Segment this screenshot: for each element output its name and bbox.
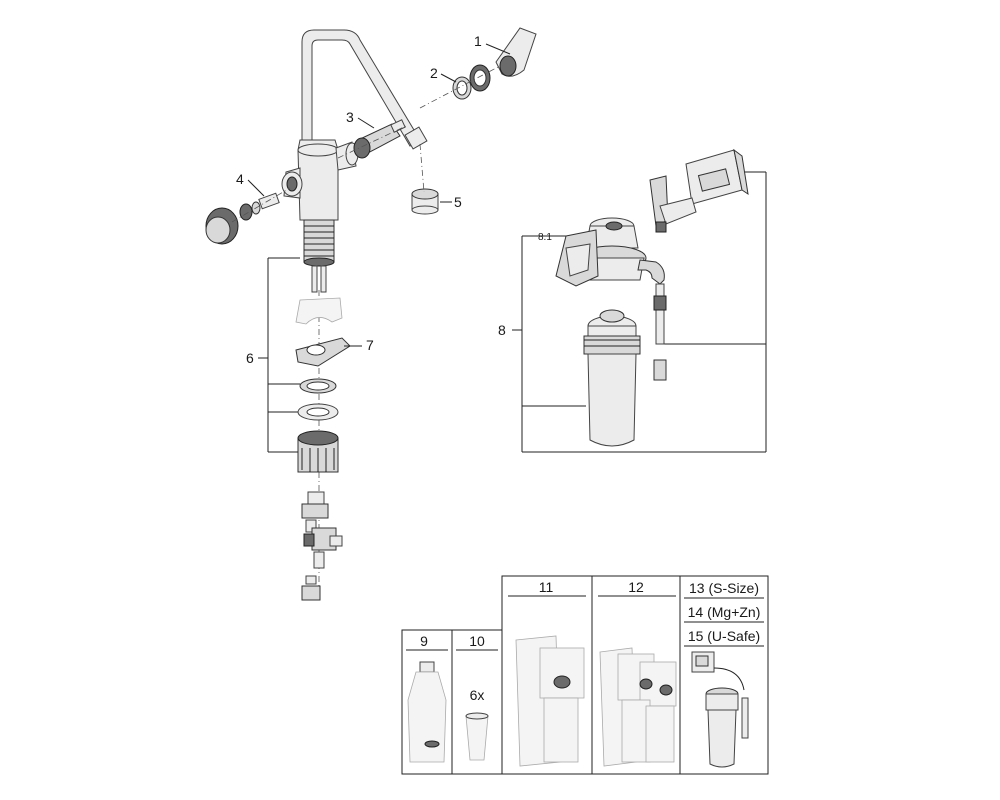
part-1-lever-handle (495, 27, 537, 77)
axis-4 (231, 187, 291, 223)
valve-fittings (301, 491, 343, 601)
part-5-aerator (411, 188, 439, 215)
callout-2: 2 (430, 65, 438, 81)
table-header-14: 14 (Mg+Zn) (688, 604, 761, 620)
group-6-bracket (258, 257, 300, 453)
callout-6: 6 (246, 350, 254, 366)
table-header-13: 13 (S-Size) (689, 580, 759, 596)
callout-4: 4 (236, 171, 244, 187)
callout-1: 1 (474, 33, 482, 49)
mounting-hardware (295, 297, 351, 473)
filter-unit-dual-icon (599, 647, 677, 767)
table-header-12: 12 (628, 579, 644, 595)
part-3-cartridge (353, 119, 406, 159)
filter-cartridge (587, 353, 637, 447)
bottle-icon (407, 661, 447, 763)
callout-3: 3 (346, 109, 354, 125)
table-header-9: 9 (420, 633, 428, 649)
callout-8: 8 (498, 322, 506, 338)
table-qty-10: 6x (470, 687, 485, 703)
filter-unit-single-icon (515, 635, 585, 767)
table-header-10: 10 (469, 633, 485, 649)
table-header-15: 15 (U-Safe) (688, 628, 760, 644)
glass-icon (465, 712, 489, 761)
table-header-11: 11 (539, 579, 554, 595)
accessory-table: 9 10 6x 11 12 13 (S-Size) 14 (Mg+Zn) 15 … (401, 575, 769, 775)
filter-assembly (512, 148, 767, 453)
faucet-assembly (281, 29, 428, 293)
callout-8-1: 8.1 (538, 232, 552, 243)
axis-1 (419, 65, 501, 109)
callout-5: 5 (454, 194, 462, 210)
part-2-rings (452, 64, 491, 100)
axis-5 (419, 143, 425, 193)
callout-7: 7 (366, 337, 374, 353)
filter-kit-icon (691, 651, 749, 768)
